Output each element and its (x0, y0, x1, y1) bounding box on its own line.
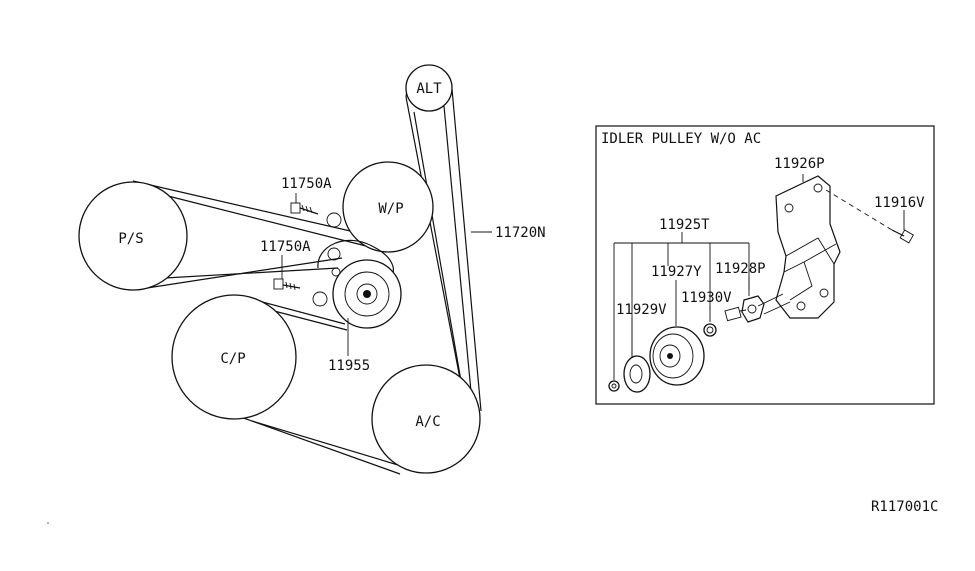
belt-run-cp-lower-inner (251, 420, 399, 466)
pulley-wp: W/P (342, 161, 434, 253)
inset-label-pulley: 11927Y (651, 264, 702, 280)
inset-spacer-part (741, 295, 765, 323)
idler-pulley-hub (356, 283, 378, 305)
inset-nut-part (608, 380, 620, 392)
belt-run-alt-right-inner (443, 105, 473, 403)
pulley-ac: A/C (371, 364, 481, 474)
callout-belt: 11720N (495, 225, 546, 241)
diagram-id: R117001C (871, 499, 938, 515)
callout-idler: 11955 (328, 358, 370, 374)
inset-label-bracket: 11926P (774, 156, 825, 172)
callout-bolt-upper: 11750A (281, 176, 332, 192)
belt-run-alt-left-inner (413, 111, 465, 399)
idler-bracket-hole (327, 247, 341, 261)
inset-cover-part (623, 355, 651, 393)
pulley-alt: ALT (405, 64, 453, 112)
belt-run-cp-lower (237, 415, 401, 475)
bolt-upper (290, 193, 319, 215)
idler-bolt-hole-upper (331, 267, 341, 277)
inset-label-spacer: 11928P (715, 261, 766, 277)
inset-assembly-leaders (613, 232, 750, 380)
idler-pulley-center (363, 290, 371, 298)
idler-pulley (312, 212, 402, 329)
inset-label-assembly: 11925T (659, 217, 710, 233)
idler-bolt-head-upper (326, 212, 342, 228)
inset-pulley-part (649, 326, 705, 386)
inset-bolt (825, 189, 914, 244)
inset-title: IDLER PULLEY W/O AC (601, 131, 761, 147)
idler-bracket-back (317, 239, 394, 277)
pulley-alt-label: ALT (416, 81, 442, 97)
inset-washer-part (703, 323, 717, 337)
pulley-cp-label: C/P (220, 351, 245, 367)
pulley-cp: C/P (171, 294, 297, 420)
stray-dot (47, 522, 49, 524)
inset-label-washer: 11930V (681, 290, 732, 306)
belt-run-ps-lower-inner (164, 267, 339, 279)
inset-label-bolt: 11916V (874, 195, 925, 211)
pulley-wp-label: W/P (378, 201, 403, 217)
belt-run-alt-right-outer (451, 88, 482, 412)
pulley-ac-label: A/C (415, 414, 440, 430)
pulley-ps-label: P/S (118, 231, 143, 247)
idler-pulley-ring (344, 271, 390, 317)
belt-run-ps-upper-inner (167, 195, 367, 247)
belt-run-alt-left-outer (405, 96, 467, 411)
idler-bolt-head-lower (312, 291, 328, 307)
inset-label-cover: 11929V (616, 302, 667, 318)
pulley-ps: P/S (78, 181, 188, 291)
inset-pin-part (724, 306, 747, 322)
inset-panel: IDLER PULLEY W/O AC 11926P 11916V (595, 125, 935, 405)
callout-bolt-lower: 11750A (260, 239, 311, 255)
bolt-lower (273, 255, 301, 291)
